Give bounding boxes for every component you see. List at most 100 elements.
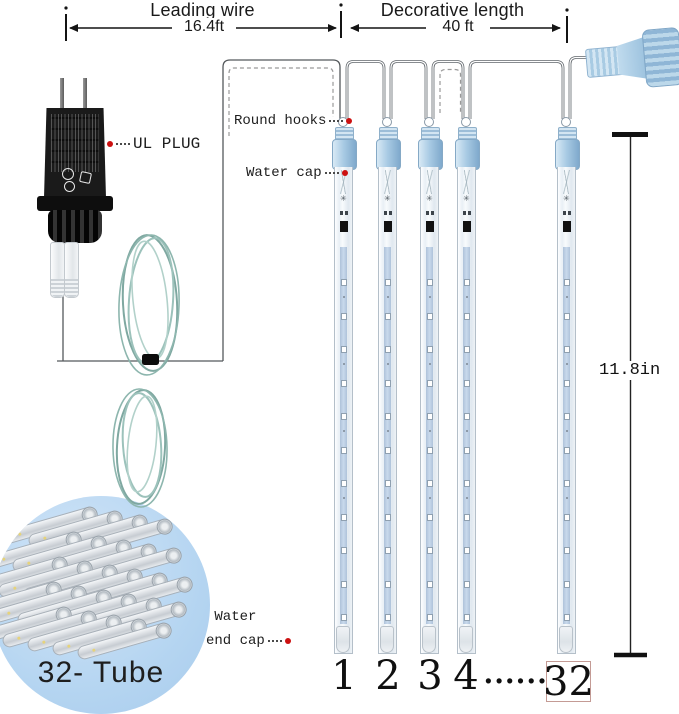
led-icon (384, 547, 391, 554)
led-micro-dot (466, 430, 468, 432)
water-cap (418, 139, 443, 170)
plug-prong (60, 78, 64, 111)
tube-body: ✳ (334, 167, 353, 654)
water-end-cap (459, 626, 473, 653)
round-hooks-label: Round hooks (234, 113, 327, 129)
inner-wires (460, 170, 473, 194)
led-micro-dot (387, 497, 389, 499)
led-icon (426, 446, 433, 454)
led-micro-dot (566, 363, 568, 365)
led-icon (340, 614, 347, 621)
tube-length-value: 11.8in (597, 361, 663, 380)
callout-dot (284, 638, 291, 644)
led-icon (384, 279, 391, 286)
led-icon (340, 413, 347, 420)
inner-pin (563, 211, 566, 215)
certification-mark-icon (64, 181, 75, 192)
adapter-label-print (51, 114, 99, 172)
led-micro-dot (343, 430, 345, 432)
water-cap (376, 139, 401, 170)
inner-mark: ✳ (563, 194, 570, 203)
led-icon (563, 580, 570, 588)
callout-dot (341, 170, 348, 176)
control-chip (463, 221, 471, 232)
led-icon (384, 580, 391, 588)
led-icon (340, 279, 347, 286)
led-icon (563, 312, 570, 320)
led-icon (463, 312, 470, 320)
led-micro-dot (429, 363, 431, 365)
led-icon (463, 513, 470, 521)
plug-prong (83, 78, 87, 111)
led-micro-dot (566, 430, 568, 432)
water-end-cap-line1: Water (214, 609, 257, 625)
adapter-body (44, 108, 106, 198)
led-icon (384, 413, 391, 420)
led-strip (426, 247, 433, 624)
callout-dot (346, 118, 353, 124)
inner-pin (463, 211, 466, 215)
led-icon (340, 580, 347, 588)
inner-wires (560, 170, 573, 194)
meteor-tube: ✳ (418, 117, 443, 657)
control-chip (563, 221, 571, 232)
led-icon (426, 312, 433, 320)
led-micro-dot (466, 296, 468, 298)
water-end-cap (380, 626, 394, 653)
water-cap-callout: Water cap (246, 165, 348, 181)
water-end-cap-callout: Water end cap (206, 609, 291, 649)
led-micro-dot (466, 497, 468, 499)
inner-wires (337, 170, 350, 194)
led-icon (463, 346, 470, 353)
led-icon (563, 614, 570, 621)
led-micro-dot (343, 497, 345, 499)
led-strip (340, 247, 347, 624)
dashed-wire-path (228, 67, 462, 136)
led-icon (426, 279, 433, 286)
last-tube-number-box: 32 (543, 658, 594, 705)
inner-pin (345, 211, 348, 215)
led-icon (463, 547, 470, 554)
dimension-arrowheads (69, 24, 561, 32)
led-icon (340, 379, 347, 387)
led-icon (340, 346, 347, 353)
inner-pin (340, 211, 343, 215)
adapter-knurled-nut (48, 210, 102, 243)
inner-wires (423, 170, 436, 194)
tube-number: 1 (331, 653, 357, 699)
water-end-cap (422, 626, 436, 653)
tube-length-dimension (612, 132, 648, 658)
led-icon (426, 547, 433, 554)
last-tube-number: 32 (543, 658, 594, 705)
inner-pin (389, 211, 392, 215)
leader-line (324, 172, 339, 174)
round-hook-icon (461, 117, 471, 127)
leading-wire-label: Leading wire (150, 0, 255, 20)
led-micro-dot (429, 430, 431, 432)
tube-body: ✳ (457, 167, 476, 654)
decorative-length-value: 40 ft (426, 18, 490, 36)
led-micro-dot (466, 363, 468, 365)
hanging-wire-arches (345, 56, 590, 119)
leader-line (267, 640, 282, 642)
tube-body: ✳ (378, 167, 397, 654)
led-icon (463, 480, 470, 487)
round-hook-icon (561, 117, 571, 127)
control-chip (426, 221, 434, 232)
led-icon (426, 346, 433, 353)
led-micro-dot (566, 497, 568, 499)
led-micro-dot (387, 296, 389, 298)
led-icon (384, 446, 391, 454)
led-icon (463, 614, 470, 621)
water-cap-label: Water cap (246, 165, 322, 181)
led-icon (463, 580, 470, 588)
inner-pin (426, 211, 429, 215)
led-icon (340, 446, 347, 454)
inner-wires (381, 170, 394, 194)
tube-number: 3 (417, 653, 443, 699)
round-hook-icon (424, 117, 434, 127)
led-icon (426, 580, 433, 588)
led-icon (340, 312, 347, 320)
adapter-base (37, 196, 113, 211)
